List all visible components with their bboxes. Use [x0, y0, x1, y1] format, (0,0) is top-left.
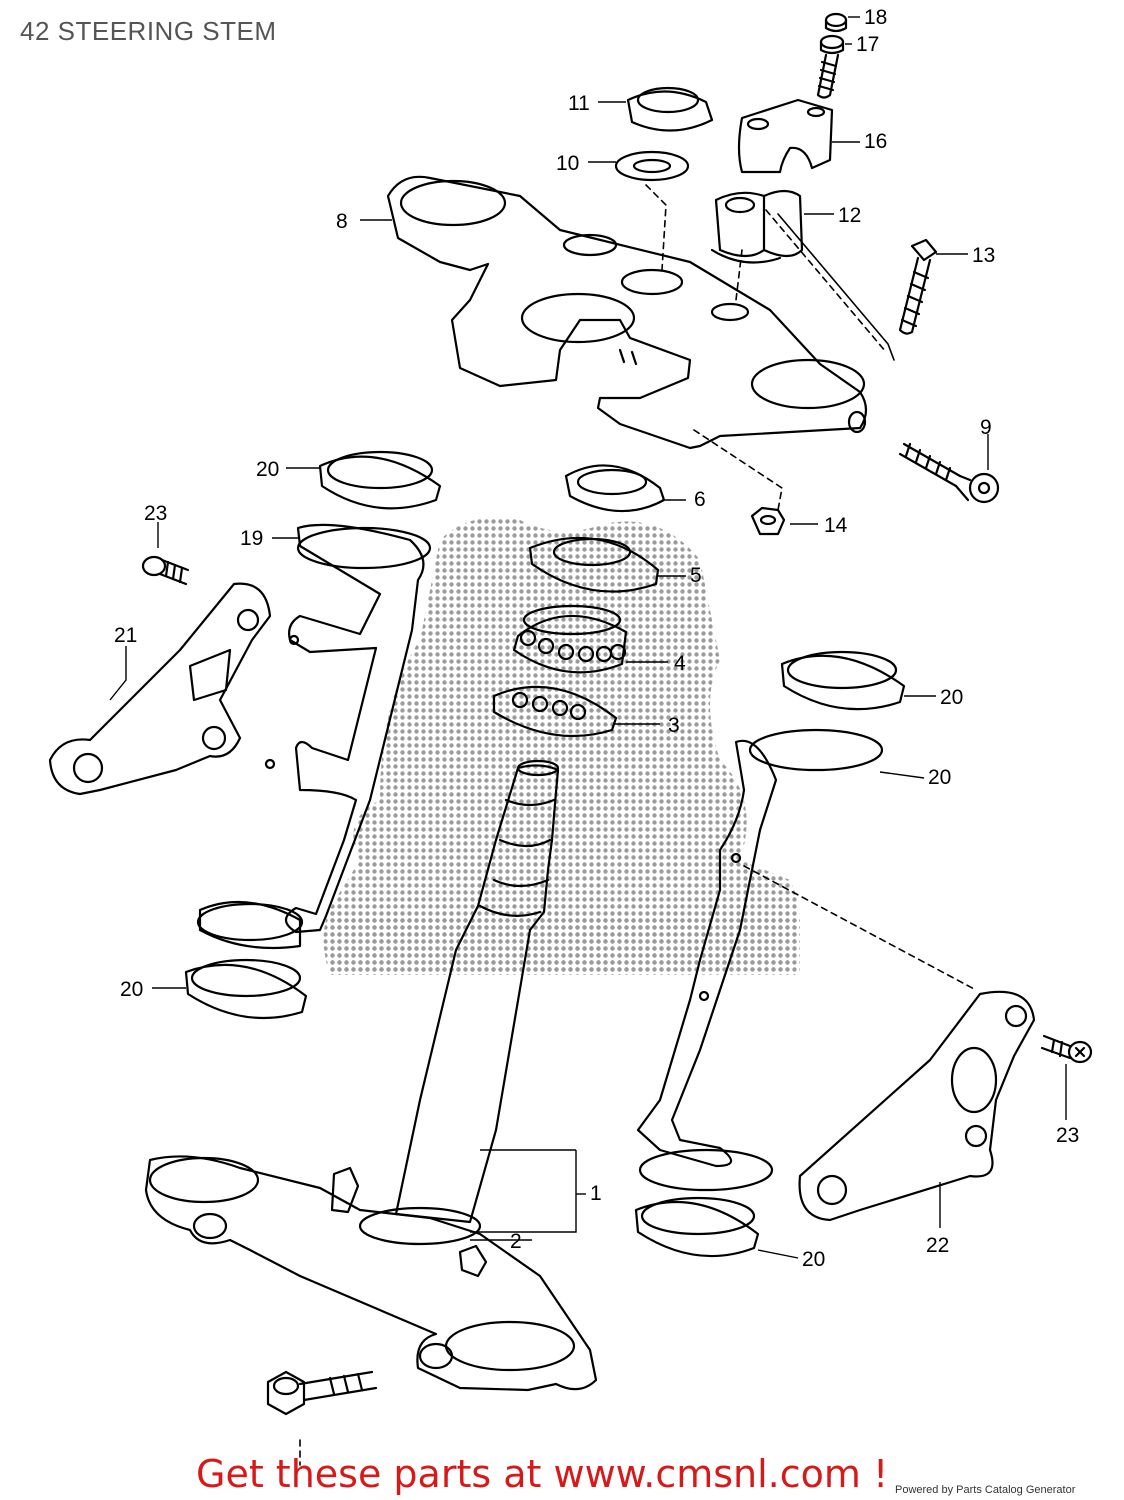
- callout-23-right: 23: [1056, 1124, 1079, 1147]
- part-21-left-bracket: [48, 582, 272, 796]
- callout-9: 9: [980, 416, 992, 439]
- callout-labels: 18 17 11 10 16 12 13 8 9 6 14 5 4 3 20 1…: [114, 6, 1079, 1271]
- part-20-grommet-lower-right: [634, 1196, 760, 1258]
- part-23-screw-right: [1040, 1034, 1093, 1064]
- part-23-screw-left: [141, 555, 190, 586]
- part-5-dust-seal: [528, 536, 660, 593]
- part-1-steering-stem: [144, 759, 598, 1392]
- part-9-pinch-bolt: [898, 442, 1000, 504]
- part-18-left-fork-guide: [196, 523, 432, 950]
- page-title: 42 STEERING STEM: [20, 16, 277, 46]
- part-20-grommet-right: [780, 650, 906, 711]
- part-17-cap: [824, 12, 848, 33]
- part-15-handlebar-clamp: [737, 98, 834, 174]
- part-12-handlebar-holder: [710, 189, 804, 264]
- part-3-lower-bearing: [492, 685, 618, 738]
- part-20-grommet-upper-left: [318, 450, 442, 510]
- callout-16: 17: [856, 33, 879, 56]
- callout-3: 3: [668, 714, 680, 737]
- callout-20-upper-left: 20: [256, 458, 279, 481]
- part-20-grommet-lower-left: [184, 958, 308, 1020]
- callout-20-lower-left: 20: [120, 978, 143, 1001]
- callout-11: 11: [568, 92, 590, 115]
- powered-by-credit: Powered by Parts Catalog Generator: [895, 1484, 1076, 1496]
- callout-8: 8: [336, 210, 348, 233]
- part-14-nut: [750, 506, 786, 536]
- callout-18: 19: [240, 527, 263, 550]
- callout-12: 12: [838, 204, 861, 227]
- part-22-right-bracket: [798, 990, 1036, 1222]
- part-13-bolt: [898, 238, 938, 335]
- callout-23-left: 23: [144, 502, 167, 525]
- callout-17: 18: [864, 6, 887, 29]
- leader-12-13: [777, 213, 895, 361]
- callout-22: 22: [926, 1234, 949, 1257]
- reference-lines: [299, 184, 977, 1466]
- callout-14: 14: [824, 514, 848, 537]
- part-11-steering-stem-nut: [626, 86, 714, 132]
- part-6-lock-nut: [564, 464, 666, 513]
- part-8-upper-bracket: [386, 175, 868, 450]
- cmsnl-promo-link[interactable]: Get these parts at www.cmsnl.com !: [196, 1452, 889, 1496]
- callout-5: 5: [690, 564, 702, 587]
- lower-pinch-bolt: [266, 1370, 378, 1416]
- callout-15: 16: [864, 130, 887, 153]
- callout-4: 4: [674, 652, 686, 675]
- callout-leaders: [109, 16, 1067, 1259]
- callout-2: 2: [510, 1230, 522, 1253]
- callout-20-lower-right: 20: [802, 1248, 825, 1271]
- callout-1: 1: [590, 1182, 602, 1205]
- part-19-right-fork-guide: [636, 728, 884, 1192]
- callout-6: 6: [694, 488, 706, 511]
- cms-watermark-logo: [323, 517, 800, 975]
- callout-13: 13: [972, 244, 995, 267]
- callout-19: 20: [928, 766, 951, 789]
- callout-20-right: 20: [940, 686, 963, 709]
- part-10-washer: [614, 150, 690, 182]
- callout-10: 10: [556, 152, 579, 175]
- part-4-upper-bearing: [512, 604, 628, 674]
- part-16-bolt: [816, 34, 845, 99]
- callout-21: 21: [114, 624, 137, 647]
